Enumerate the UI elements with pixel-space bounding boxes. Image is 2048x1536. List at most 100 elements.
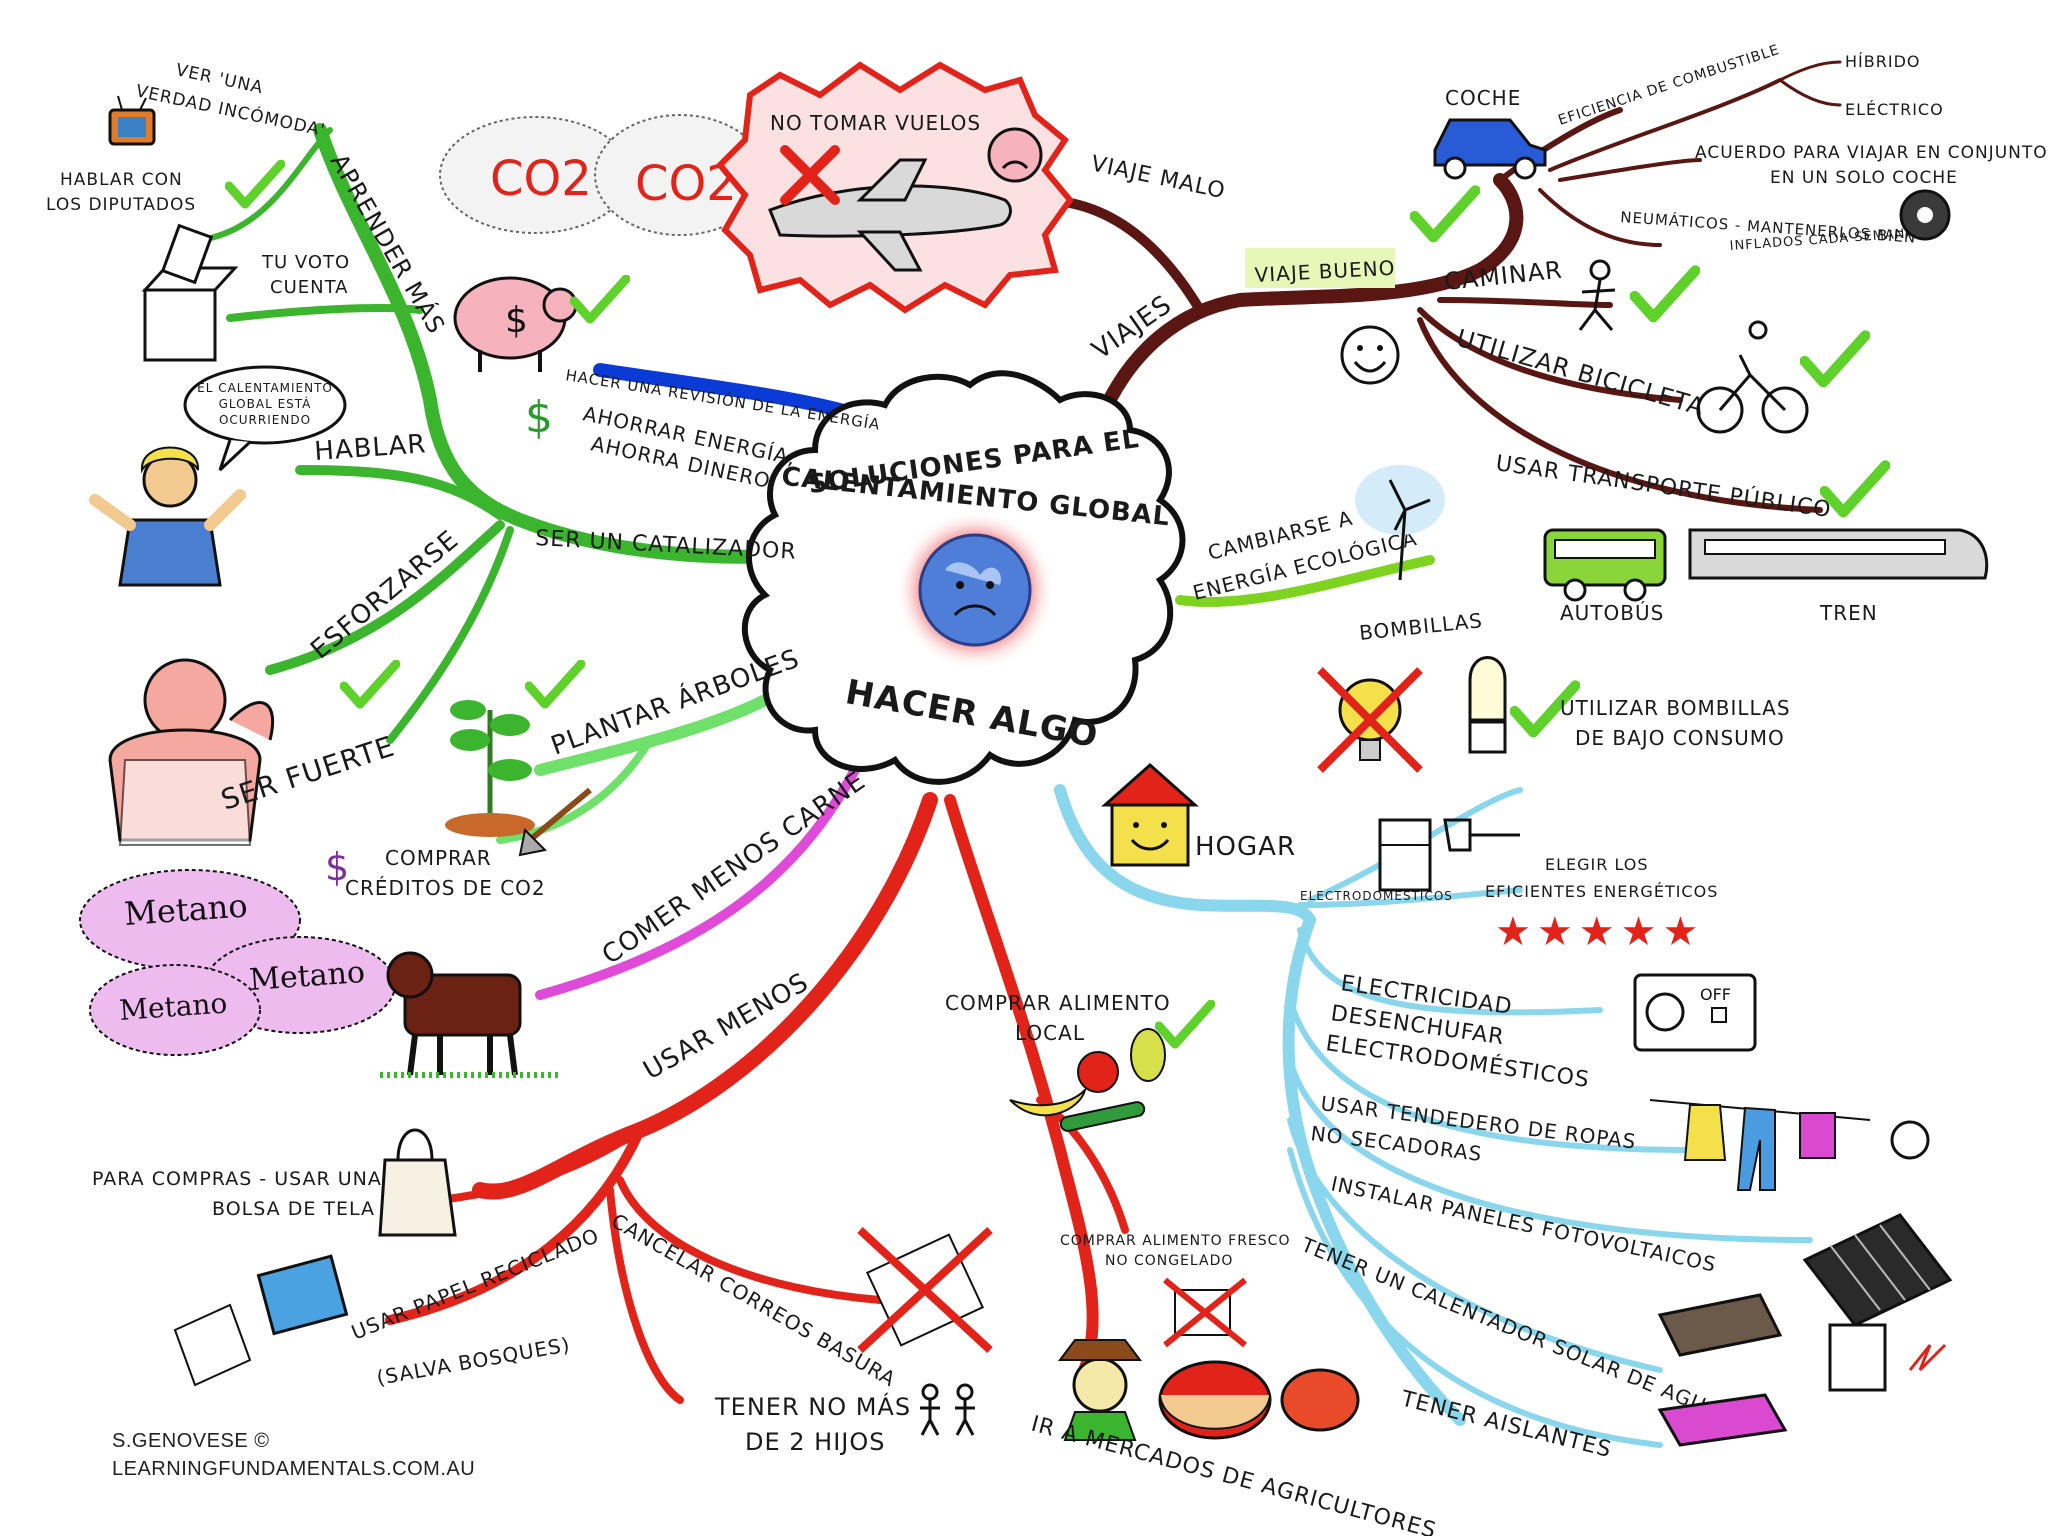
bulbs-label: BOMBILLAS	[1358, 608, 1484, 645]
meat-branch	[535, 755, 865, 1000]
fuel-efficiency-label: EFICIENCIA DE COMBUSTIBLE	[1556, 42, 1781, 129]
credits-dollar-icon: $	[325, 845, 349, 889]
energy-stars-icon: ★★★★★	[1495, 909, 1704, 955]
good-trip-check-icon	[1415, 191, 1476, 238]
electric-label: ELÉCTRICO	[1845, 100, 1944, 119]
red-kids-branch	[606, 1186, 684, 1404]
insulation-label: TENER AISLANTES	[1398, 1386, 1615, 1463]
recycled-paper-label-2: (SALVA BOSQUES)	[375, 1332, 572, 1390]
piggy-bank-icon: $	[453, 276, 578, 372]
dollar-icon: $	[525, 392, 553, 443]
green-energy-branch	[1175, 555, 1435, 607]
efficient-label-2: EFICIENTES ENERGÉTICOS	[1485, 882, 1718, 901]
home-appliances-branch	[1297, 887, 1523, 908]
car-label: COCHE	[1445, 86, 1521, 110]
green-deputies-branch	[197, 127, 333, 243]
fresh-food-label-2: NO CONGELADO	[1105, 1253, 1233, 1269]
strive-label: ESFORZARSE	[305, 525, 464, 666]
brown-carpool-branch	[1558, 158, 1702, 182]
sad-earth-icon	[918, 533, 1032, 647]
fresh-food-label-1: COMPRAR ALIMENTO FRESCO	[1060, 1233, 1290, 1249]
brown-fuel-branch	[1548, 78, 1782, 172]
methane-label-3: Metano	[118, 987, 228, 1027]
green-main-branch	[313, 123, 797, 564]
kids-label-1: TENER NO MÁS	[714, 1392, 911, 1421]
flights-cluster: CO2 CO2 NO TOMAR VUELOS VIAJE MALO	[439, 61, 1228, 314]
recycled-paper-label-1: USAR PAPEL RECICLADO	[348, 1223, 603, 1345]
low-energy-bulbs-label-2: DE BAJO CONSUMO	[1575, 726, 1785, 750]
fruits-veg-icon	[1009, 1028, 1166, 1132]
wind-turbine-icon	[1355, 465, 1445, 581]
bulbs-cluster: BOMBILLAS UTILIZAR BOMBILLAS DE BAJO CON…	[1317, 608, 1791, 773]
brown-travel-branch	[1093, 173, 1524, 427]
speaking-woman-icon	[89, 446, 246, 587]
train-icon	[1688, 528, 1989, 580]
green-talk-branch	[295, 465, 505, 520]
crossed-bulb-icon	[1317, 667, 1423, 773]
bag-label-1: PARA COMPRAS - USAR UNA	[92, 1168, 382, 1190]
bubble-line-3: OCURRIENDO	[219, 413, 311, 427]
walk-check-icon	[1635, 271, 1696, 318]
cross-mark-icon	[780, 145, 840, 205]
bag-label-2: BOLSA DE TELA	[212, 1198, 375, 1220]
methane-label-1: Metano	[123, 886, 249, 933]
methane-clouds: Metano Metano Metano	[79, 869, 396, 1056]
buy-credits-label-1: COMPRAR	[385, 846, 492, 870]
smiley-icon	[1340, 325, 1400, 385]
two-kids-icon	[920, 1383, 975, 1436]
plant-icon	[445, 700, 592, 857]
clothesline-icon	[1649, 1099, 1930, 1191]
bad-trip-label: VIAJE MALO	[1089, 151, 1228, 204]
off-label: OFF	[1700, 985, 1731, 1004]
blue-energy-branch	[593, 363, 847, 417]
site-credit: LEARNINGFUNDAMENTALS.COM.AU	[112, 1458, 476, 1480]
recycled-paper-icon	[173, 1254, 349, 1387]
no-flights-label: NO TOMAR VUELOS	[770, 111, 981, 135]
buy-credits-label-2: CRÉDITOS DE CO2	[345, 876, 546, 900]
insulation-panel-icon	[1657, 1393, 1788, 1447]
bubble-line-1: EL CALENTAMIENTO	[197, 381, 333, 395]
co2-label-1: CO2	[490, 151, 592, 207]
walk-label: CAMINAR	[1443, 256, 1564, 296]
home-insulation-branch	[1287, 1147, 1663, 1448]
speech-bubble: EL CALENTAMIENTO GLOBAL ESTÁ OCURRIENDO	[183, 365, 347, 472]
trees-check-icon	[529, 664, 581, 704]
appliances-icon	[1378, 818, 1520, 892]
deputies-label-2: LOS DIPUTADOS	[46, 195, 196, 215]
ballot-box-icon	[141, 223, 239, 362]
green-strive-branch	[265, 520, 505, 675]
red-paper-branch	[385, 1125, 645, 1325]
farmer-icon	[1058, 1339, 1142, 1441]
red-bag-branch	[436, 1126, 644, 1204]
cfl-bulb-icon	[1468, 656, 1507, 754]
red-mail-branch	[616, 1176, 884, 1304]
brown-bike-branch	[1417, 307, 1683, 403]
solar-panels-label: INSTALAR PANELES FOTOVOLTAICOS	[1329, 1171, 1719, 1276]
co2-clouds: CO2 CO2	[439, 114, 766, 236]
cow-icon	[380, 951, 560, 1078]
branch-lines	[197, 60, 1842, 1448]
apple-basket-icon	[1158, 1360, 1360, 1440]
car-icon	[1433, 118, 1547, 180]
low-energy-bulbs-label-1: UTILIZAR BOMBILLAS	[1560, 696, 1791, 720]
methane-label-2: Metano	[248, 955, 366, 998]
bus-label: AUTOBÚS	[1560, 601, 1664, 625]
walking-person-icon	[1578, 259, 1616, 331]
brown-tyres-branch	[1538, 188, 1662, 247]
solar-panel-icon	[1802, 1213, 1953, 1327]
strongman-icon	[108, 658, 275, 846]
local-food-label-1: COMPRAR ALIMENTO	[945, 991, 1171, 1015]
train-label: TREN	[1819, 601, 1878, 625]
appliances-label: ELECTRODOMÉSTICOS	[1300, 888, 1453, 903]
red-local-branch	[944, 794, 1099, 1386]
vote-label-1: TU VOTO	[261, 252, 350, 273]
public-transport-label: USAR TRANSPORTE PÚBLICO	[1494, 450, 1833, 523]
green-vote-branch	[226, 304, 424, 322]
crossed-mail-icon	[857, 1227, 993, 1353]
home-label: HOGAR	[1195, 832, 1296, 862]
power-outlet-icon: OFF	[1633, 973, 1757, 1052]
brown-transport-branch	[1417, 317, 1823, 513]
smiling-house-icon	[1101, 762, 1199, 867]
brown-electric-branch	[1778, 78, 1842, 107]
